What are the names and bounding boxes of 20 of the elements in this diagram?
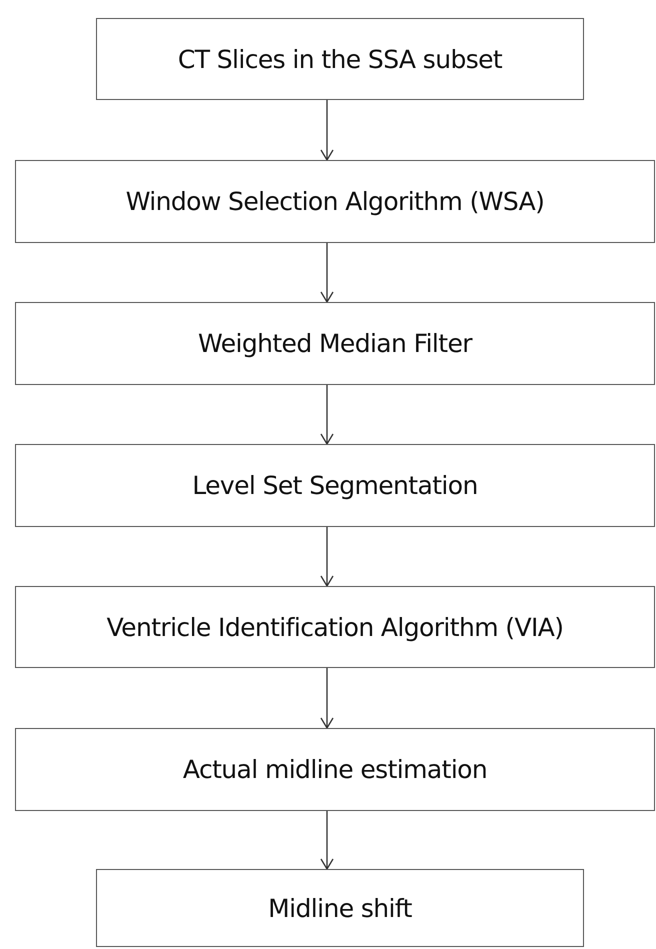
arrow bbox=[320, 243, 334, 303]
arrow bbox=[320, 100, 334, 161]
process-box bbox=[15, 586, 655, 668]
arrow bbox=[320, 668, 334, 729]
process-box bbox=[96, 869, 584, 947]
arrow bbox=[320, 811, 334, 870]
process-box bbox=[96, 18, 584, 100]
process-box bbox=[15, 444, 655, 527]
arrow bbox=[320, 527, 334, 587]
process-box bbox=[15, 728, 655, 811]
step-label: Window Selection Algorithm (WSA) bbox=[126, 187, 544, 216]
step-label: Level Set Segmentation bbox=[192, 471, 478, 500]
step-label: Weighted Median Filter bbox=[198, 329, 472, 358]
step-label: CT Slices in the SSA subset bbox=[178, 44, 502, 74]
process-box bbox=[15, 160, 655, 243]
step-label: Actual midline estimation bbox=[182, 755, 488, 784]
step-label: Midline shift bbox=[268, 894, 412, 922]
step-label: Ventricle Identification Algorithm (VIA) bbox=[106, 612, 564, 642]
arrow bbox=[320, 385, 334, 445]
process-box bbox=[15, 302, 655, 385]
